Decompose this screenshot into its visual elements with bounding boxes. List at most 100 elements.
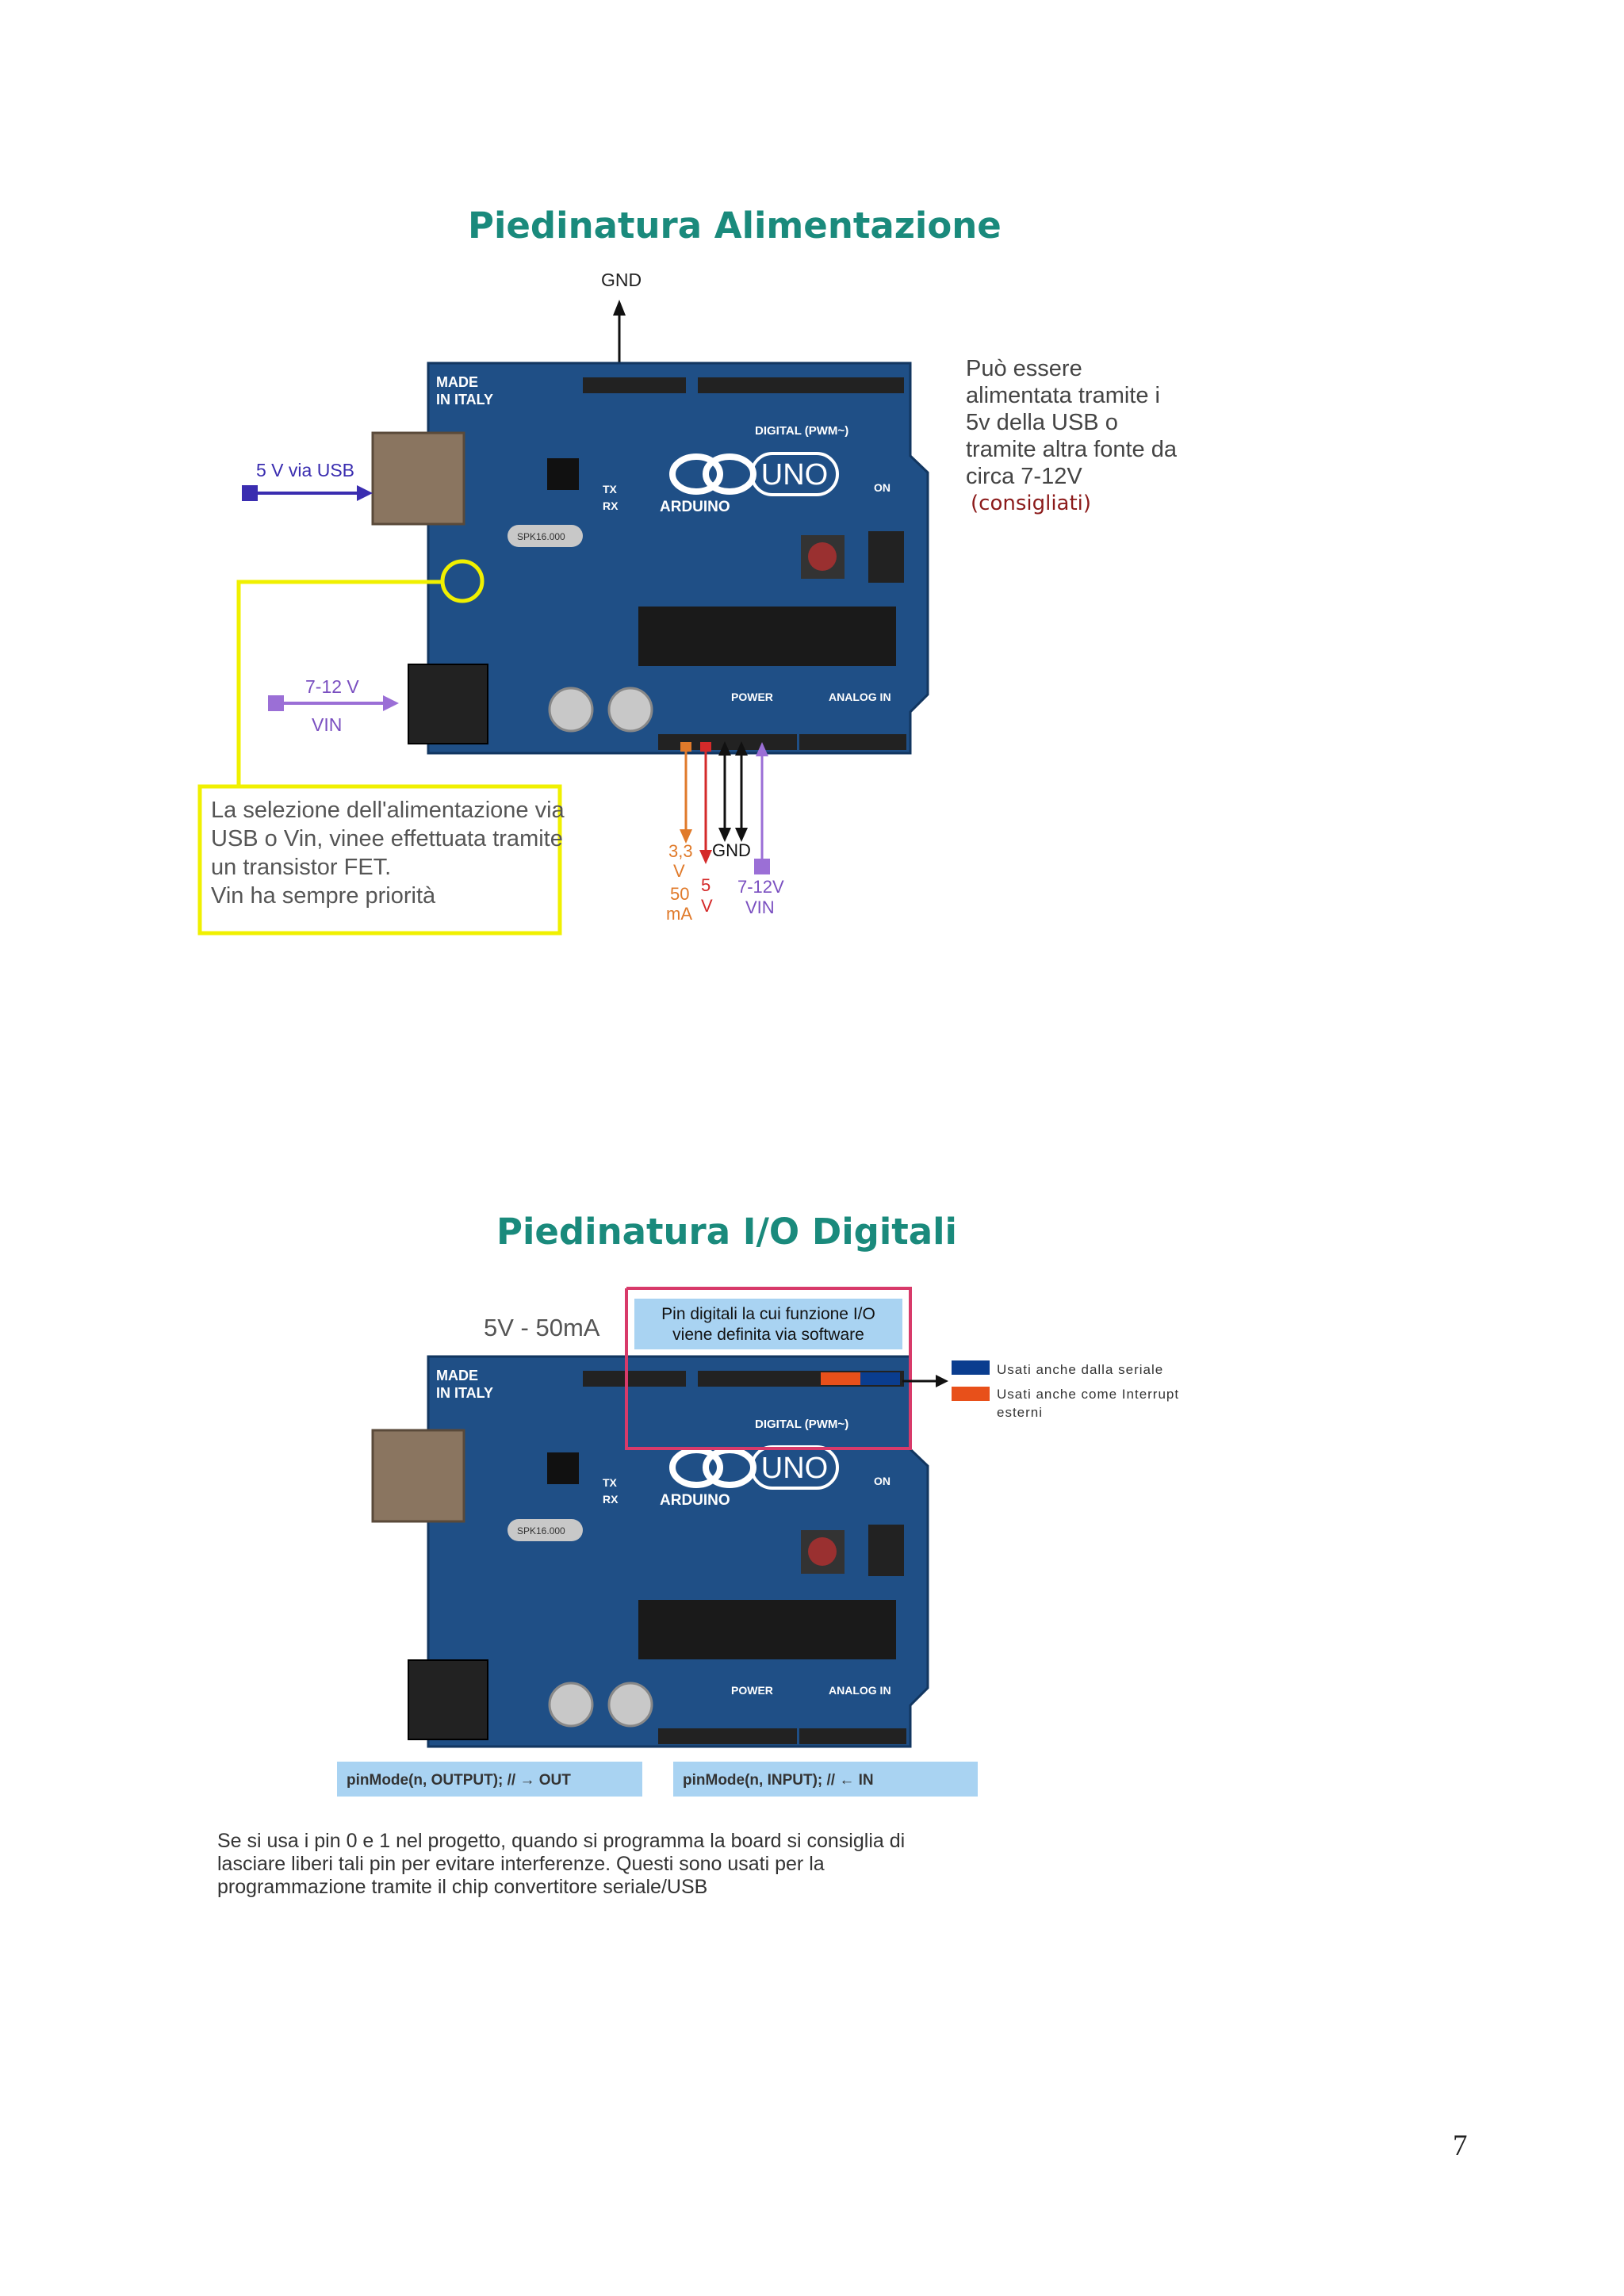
board-brand-label: ARDUINO: [660, 499, 730, 515]
io-rating-label: 5V - 50mA: [484, 1314, 600, 1341]
fet-note-line: La selezione dell'alimentazione via: [211, 798, 565, 823]
board-model-label: UNO: [761, 1452, 828, 1485]
logo-infinity-left: [669, 453, 723, 495]
power-label: POWER: [731, 691, 773, 703]
crystal-label: SPK16.000: [517, 1525, 565, 1536]
usb-connector: [371, 1429, 465, 1523]
legend-swatch-interrupt: [952, 1387, 990, 1401]
code-output-text: pinMode(n, OUTPUT); // → OUT: [347, 1772, 571, 1789]
header-top-left: [583, 1371, 686, 1387]
made-in-label-2: IN ITALY: [436, 392, 493, 408]
usb-arrowhead: [357, 485, 373, 501]
power-side-note-line: alimentata tramite i: [966, 383, 1160, 408]
header-top-right: [698, 377, 904, 393]
capacitor-1: [548, 1682, 594, 1728]
rx-label: RX: [603, 1493, 619, 1506]
pin-gnd-label: GND: [712, 840, 751, 860]
dc-jack: [408, 1659, 488, 1740]
pin-5v-label-b: V: [701, 896, 713, 916]
io-footer-line: Se si usa i pin 0 e 1 nel progetto, quan…: [217, 1830, 906, 1852]
fet-note-box: [197, 784, 562, 936]
digital-label: DIGITAL (PWM~): [755, 1418, 848, 1431]
io-diagram: UNO ARDUINO MADE IN ITALY DIGITAL (PWM~)…: [337, 1287, 1179, 1797]
fet-note-line: Vin ha sempre priorità: [211, 883, 436, 909]
legend-serial-label: Usati anche dalla seriale: [997, 1362, 1163, 1377]
arduino-board-io: UNO ARDUINO MADE IN ITALY DIGITAL (PWM~)…: [371, 1355, 929, 1748]
capacitor-1: [548, 687, 594, 733]
fet-note: La selezione dell'alimentazione via USB …: [211, 796, 565, 910]
section-io-title: Piedinatura I/O Digitali: [496, 1211, 957, 1253]
interrupt-pins-highlight: [821, 1372, 860, 1385]
usb-connector: [371, 431, 465, 526]
uno-badge: [750, 452, 839, 496]
usb-chip: [547, 458, 579, 490]
header-power: [658, 1728, 797, 1744]
callout-line-2: viene definita via software: [672, 1326, 864, 1344]
gnd-top-arrowhead: [613, 300, 626, 316]
usb-arrow-start: [242, 485, 258, 501]
crystal: [508, 1519, 583, 1541]
arduino-board-power: UNO ARDUINO MADE IN ITALY DIGITAL (PWM~)…: [371, 362, 929, 755]
legend-interrupt-label-2: esterni: [997, 1405, 1043, 1420]
analog-label: ANALOG IN: [829, 691, 891, 703]
icsp-header: [868, 1525, 904, 1576]
atmega-chip: [638, 607, 896, 666]
page-number: 7: [1453, 2130, 1468, 2162]
header-analog: [799, 1728, 906, 1744]
tx-label: TX: [603, 483, 618, 496]
vin-label-top: 7-12 V: [305, 676, 359, 697]
power-side-note-line: circa 7-12V: [966, 464, 1082, 489]
pin-33v-label-d: mA: [666, 904, 692, 924]
fet-connector-line: [236, 580, 442, 786]
on-label: ON: [874, 481, 891, 494]
power-side-note: Può essere alimentata tramite i 5v della…: [966, 355, 1177, 517]
made-in-label-1: MADE: [436, 374, 478, 390]
usb-label: 5 V via USB: [256, 460, 354, 480]
pin-33v-label-c: 50: [670, 884, 689, 904]
pin-5v-label-a: 5: [701, 875, 710, 895]
capacitor-2: [607, 687, 653, 733]
icsp-header: [868, 531, 904, 583]
code-box-input: [673, 1762, 978, 1797]
capacitor-2: [607, 1682, 653, 1728]
gnd-top-label: GND: [601, 270, 642, 290]
made-in-label-1: MADE: [436, 1368, 478, 1383]
code-box-output: [337, 1762, 642, 1797]
vin-arrowhead: [383, 695, 399, 711]
pin-33v-label-b: V: [673, 861, 685, 881]
pin-vin-label-b: VIN: [745, 897, 775, 917]
pin-vin-label-a: 7-12V: [737, 877, 784, 897]
fet-note-line: USB o Vin, vinee effettuata tramite: [211, 826, 563, 851]
io-footer-line: programmazione tramite il chip convertit…: [217, 1876, 708, 1898]
on-label: ON: [874, 1475, 891, 1487]
made-in-label-2: IN ITALY: [436, 1385, 493, 1401]
power-side-note-line: tramite altra fonte da: [966, 437, 1177, 462]
io-footer-line: lasciare liberi tali pin per evitare int…: [217, 1853, 825, 1875]
analog-label: ANALOG IN: [829, 1684, 891, 1697]
crystal: [508, 525, 583, 547]
dc-jack: [408, 664, 488, 744]
atmega-chip: [638, 1600, 896, 1659]
header-top-left: [583, 377, 686, 393]
io-footer-note: Se si usa i pin 0 e 1 nel progetto, quan…: [217, 1830, 905, 1899]
power-side-note-line: Può essere: [966, 356, 1082, 381]
digital-label: DIGITAL (PWM~): [755, 424, 848, 438]
power-side-note-line: 5v della USB o: [966, 410, 1118, 435]
serial-pins-highlight: [860, 1372, 900, 1385]
header-analog: [799, 734, 906, 750]
legend-swatch-serial: [952, 1360, 990, 1375]
code-input-text: pinMode(n, INPUT); // ← IN: [683, 1772, 874, 1789]
crystal-label: SPK16.000: [517, 531, 565, 542]
power-side-note-emphasis: (consigliati): [971, 492, 1092, 515]
usb-chip: [547, 1452, 579, 1484]
power-label: POWER: [731, 1684, 773, 1697]
vin-label-bottom: VIN: [312, 714, 342, 735]
fet-note-line: un transistor FET.: [211, 855, 392, 880]
vin-arrow-start: [268, 695, 284, 711]
board-brand-label: ARDUINO: [660, 1492, 730, 1509]
power-diagram: GND UNO ARDUINO MADE IN IT: [197, 270, 929, 936]
board-model-label: UNO: [761, 458, 828, 492]
callout-line-1: Pin digitali la cui funzione I/O: [661, 1305, 875, 1323]
legend-interrupt-label-1: Usati anche come Interrupt: [997, 1387, 1179, 1402]
digital-pins-callout-frame: [625, 1287, 912, 1450]
